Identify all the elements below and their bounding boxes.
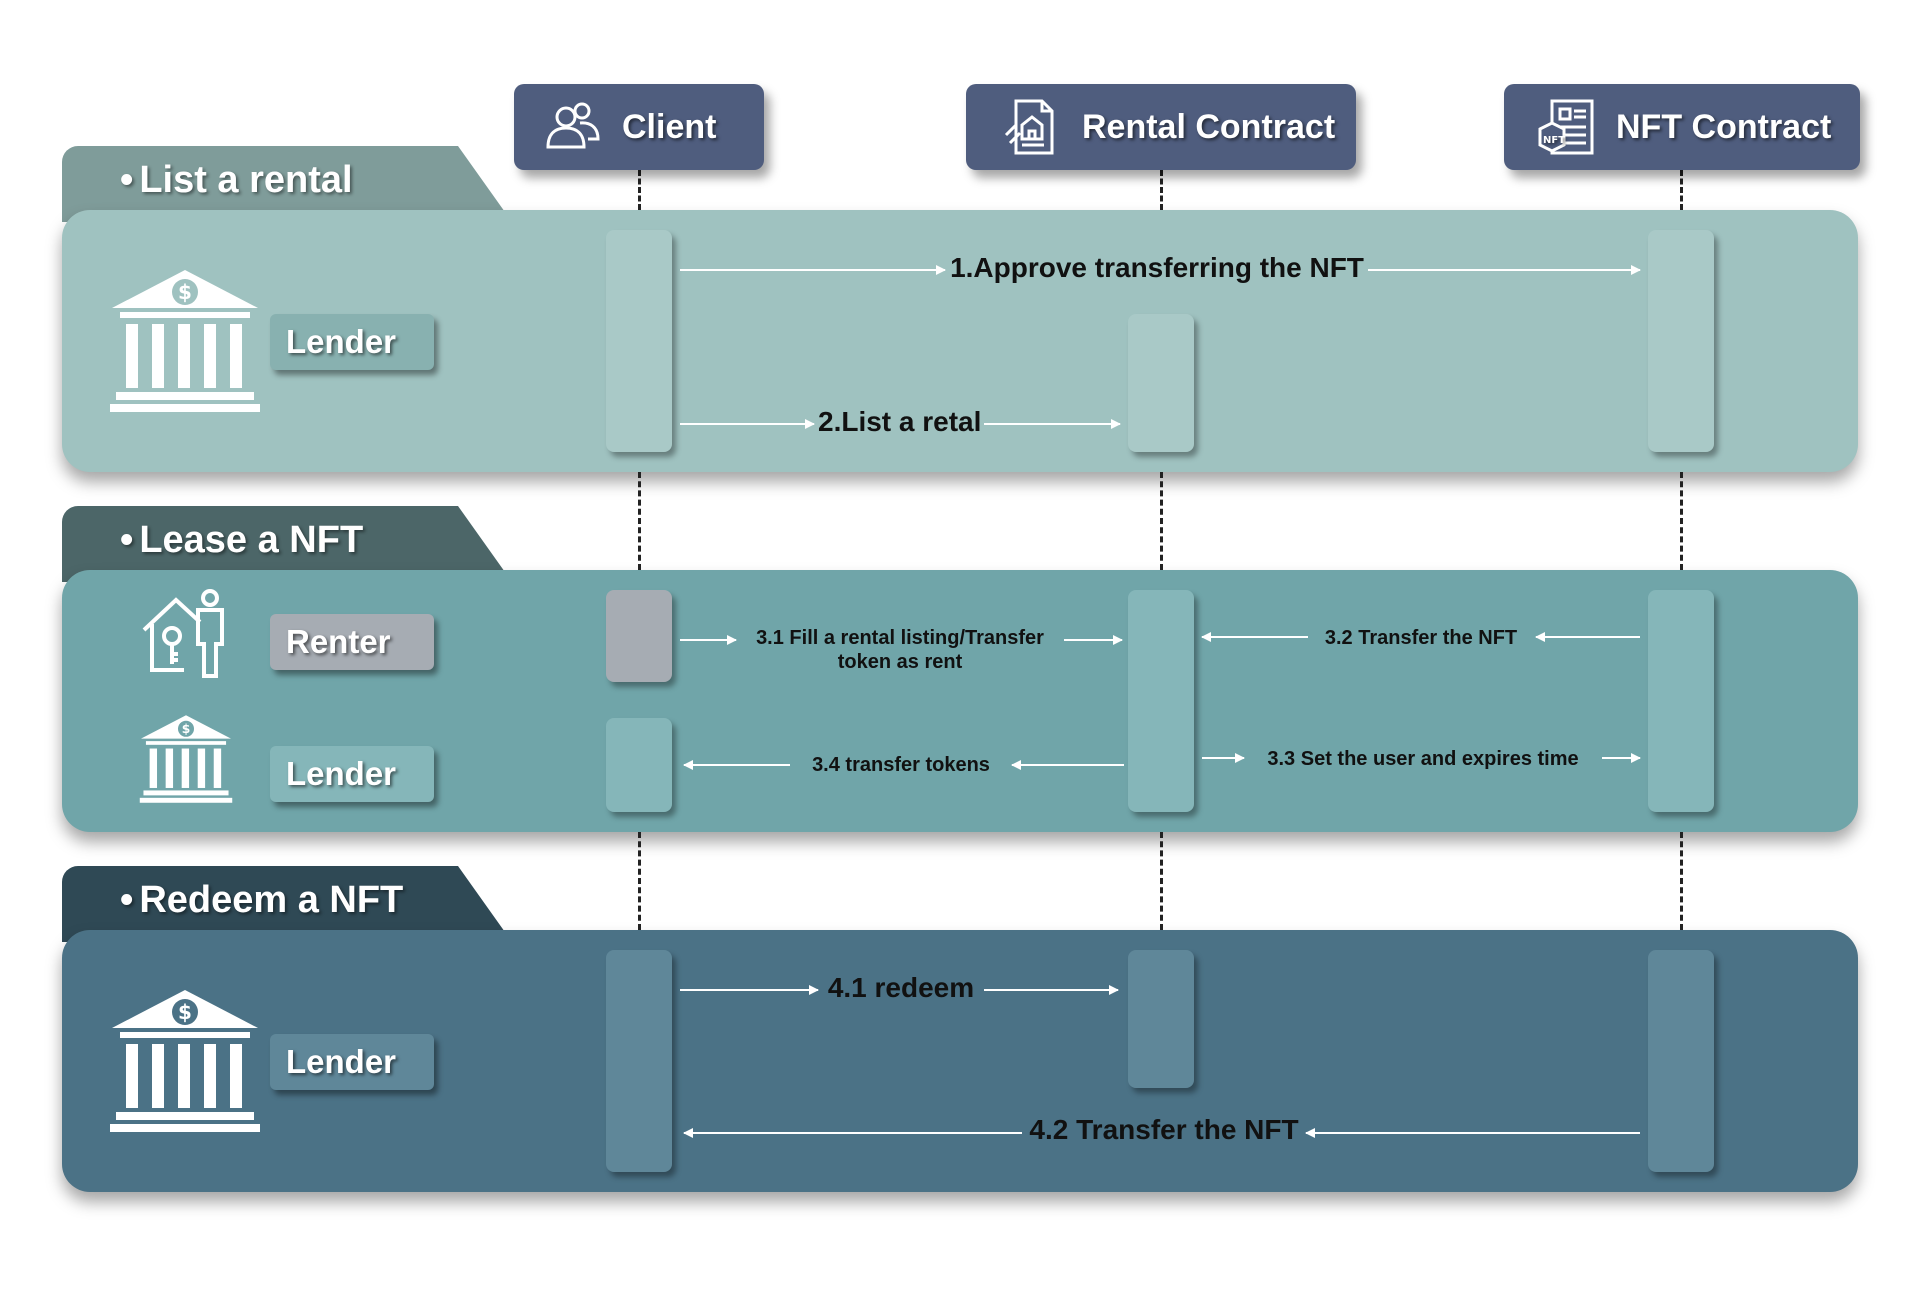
lifeline-rental-3	[1160, 832, 1163, 930]
bank-icon: $	[138, 714, 234, 804]
section-title-redeem: •Redeem a NFT	[120, 878, 404, 921]
svg-text:$: $	[178, 280, 192, 304]
nft-certificate-icon: NFT	[1534, 95, 1598, 159]
lifeline-nft-1	[1680, 170, 1683, 210]
participant-nft-contract: NFT NFT Contract	[1504, 84, 1860, 170]
message-label-m33: 3.3 Set the user and expires time	[1267, 748, 1579, 770]
activation-nft-lease	[1648, 590, 1714, 812]
activation-nft-redeem	[1648, 950, 1714, 1172]
message-label-m1: 1.Approve transferring the NFT	[950, 252, 1364, 283]
activation-nft-list	[1648, 230, 1714, 452]
house-key-person-icon	[140, 588, 234, 680]
activation-client-redeem	[606, 950, 672, 1172]
activation-client-lender	[606, 718, 672, 812]
participant-client: Client	[514, 84, 764, 170]
actor-label-lender-lease: Lender	[270, 746, 434, 802]
lifeline-client-2	[638, 472, 641, 570]
section-title-lease: •Lease a NFT	[120, 518, 364, 561]
message-label-m32: 3.2 Transfer the NFT	[1324, 627, 1518, 649]
message-label-m2: 2.List a retal	[818, 406, 982, 437]
lifeline-rental-2	[1160, 472, 1163, 570]
message-label-m42: 4.2 Transfer the NFT	[1029, 1114, 1299, 1145]
lifeline-client-3	[638, 832, 641, 930]
activation-client-list	[606, 230, 672, 452]
actor-label-lender-redeem: Lender	[270, 1034, 434, 1090]
section-tab-list	[62, 146, 512, 222]
users-icon	[540, 95, 604, 159]
message-label-m34: 3.4 transfer tokens	[812, 754, 990, 776]
actor-label-lender-list: Lender	[270, 314, 434, 370]
section-title-list: •List a rental	[120, 158, 353, 201]
section-tab-lease	[62, 506, 512, 582]
activation-client-renter	[606, 590, 672, 682]
participant-rental-contract: Rental Contract	[966, 84, 1356, 170]
activation-rental-lease	[1128, 590, 1194, 812]
contract-document-icon	[1000, 95, 1064, 159]
lifeline-client-1	[638, 170, 641, 210]
svg-text:$: $	[178, 1000, 192, 1024]
activation-rental-list	[1128, 314, 1194, 452]
lifeline-nft-2	[1680, 472, 1683, 570]
lifeline-rental-1	[1160, 170, 1163, 210]
svg-text:$: $	[182, 722, 191, 736]
bank-icon: $	[108, 268, 262, 414]
activation-rental-redeem	[1128, 950, 1194, 1088]
message-label-m41: 4.1 redeem	[827, 972, 975, 1003]
message-label-m31-line2: token as rent	[837, 651, 963, 673]
lifeline-nft-3	[1680, 832, 1683, 930]
message-label-m31-line1: 3.1 Fill a rental listing/Transfer	[756, 627, 1044, 649]
section-tab-redeem	[62, 866, 512, 942]
actor-label-renter: Renter	[270, 614, 434, 670]
bank-icon: $	[108, 988, 262, 1134]
svg-text:NFT: NFT	[1543, 135, 1565, 146]
